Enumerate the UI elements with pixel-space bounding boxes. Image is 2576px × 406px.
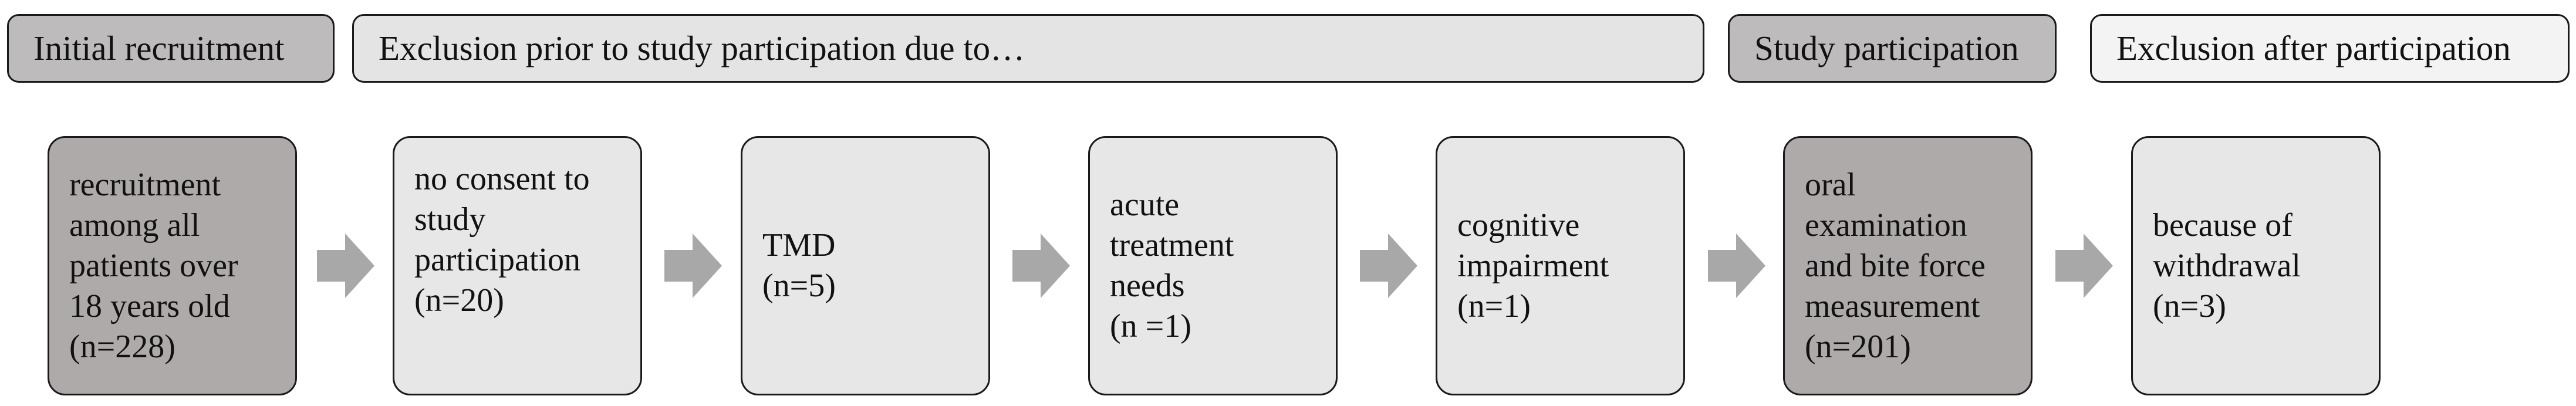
flow-arrow-icon bbox=[2055, 234, 2113, 298]
box-tmd: TMD (n=5) bbox=[741, 136, 990, 395]
flow-arrow-icon bbox=[1360, 234, 1417, 298]
header-label: Study participation bbox=[1754, 29, 2019, 67]
flow-arrow-icon bbox=[664, 234, 722, 298]
box-text: patients over bbox=[69, 247, 238, 284]
box-text: TMD bbox=[762, 227, 836, 263]
box-text: study bbox=[414, 201, 486, 238]
box-count: (n =1) bbox=[1110, 308, 1191, 344]
box-text: 18 years old bbox=[69, 287, 230, 324]
box-count: (n=5) bbox=[762, 268, 836, 304]
box-text: oral bbox=[1805, 166, 1856, 203]
box-text: withdrawal bbox=[2153, 247, 2301, 284]
box-text: treatment bbox=[1110, 227, 1234, 263]
header-label: Initial recruitment bbox=[33, 29, 285, 67]
box-cognitive-impairment: cognitive impairment (n=1) bbox=[1436, 136, 1685, 395]
flow-arrow-icon bbox=[1708, 234, 1765, 298]
box-acute-treatment: acute treatment needs (n =1) bbox=[1088, 136, 1338, 395]
box-text: impairment bbox=[1457, 247, 1609, 284]
box-text: and bite force bbox=[1805, 247, 1986, 284]
header-study-participation: Study participation bbox=[1728, 14, 2057, 83]
box-oral-examination: oral examination and bite force measurem… bbox=[1783, 136, 2033, 395]
box-text: acute bbox=[1110, 187, 1180, 223]
header-exclusion-prior: Exclusion prior to study participation d… bbox=[352, 14, 1704, 83]
flow-arrow-icon bbox=[317, 234, 374, 298]
box-text: needs bbox=[1110, 268, 1185, 304]
box-text: because of bbox=[2153, 207, 2293, 243]
box-count: (n=20) bbox=[414, 282, 504, 319]
box-withdrawal: because of withdrawal (n=3) bbox=[2131, 136, 2381, 395]
box-text: cognitive bbox=[1457, 207, 1580, 243]
box-no-consent: no consent to study participation (n=20) bbox=[393, 136, 642, 395]
header-exclusion-after: Exclusion after participation bbox=[2090, 14, 2570, 83]
header-initial-recruitment: Initial recruitment bbox=[7, 14, 335, 83]
header-label: Exclusion after participation bbox=[2116, 29, 2511, 67]
box-recruitment: recruitment among all patients over 18 y… bbox=[48, 136, 297, 395]
box-text: measurement bbox=[1805, 287, 1980, 324]
flow-arrow-icon bbox=[1012, 234, 1070, 298]
header-label: Exclusion prior to study participation d… bbox=[379, 29, 1025, 67]
box-text: participation bbox=[414, 242, 581, 278]
box-count: (n=1) bbox=[1457, 287, 1531, 324]
box-text: among all bbox=[69, 207, 200, 243]
box-count: (n=201) bbox=[1805, 328, 1911, 365]
box-count: (n=3) bbox=[2153, 287, 2226, 324]
box-text: no consent to bbox=[414, 161, 590, 197]
box-count: (n=228) bbox=[69, 328, 175, 365]
box-text: examination bbox=[1805, 207, 1967, 243]
box-text: recruitment bbox=[69, 166, 221, 203]
